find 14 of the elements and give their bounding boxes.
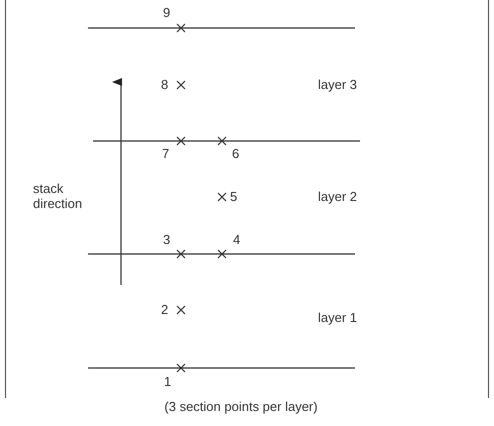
diagram-label: 3 <box>163 232 170 247</box>
caption: (3 section points per layer) <box>163 399 319 414</box>
diagram-label: 6 <box>232 146 240 161</box>
diagram-label: 5 <box>230 189 238 204</box>
diagram-label: 7 <box>162 146 170 161</box>
diagram-label: stack direction <box>33 181 84 211</box>
diagram-label: layer 3 <box>318 77 358 92</box>
diagram-label: 1 <box>164 374 172 389</box>
diagram-label: 4 <box>233 232 240 247</box>
diagram-label: layer 2 <box>318 189 358 204</box>
diagram-label: layer 1 <box>318 310 358 325</box>
diagram-label: 9 <box>163 5 170 20</box>
diagram-label: 8 <box>161 77 168 92</box>
diagram-label: 2 <box>161 302 168 317</box>
